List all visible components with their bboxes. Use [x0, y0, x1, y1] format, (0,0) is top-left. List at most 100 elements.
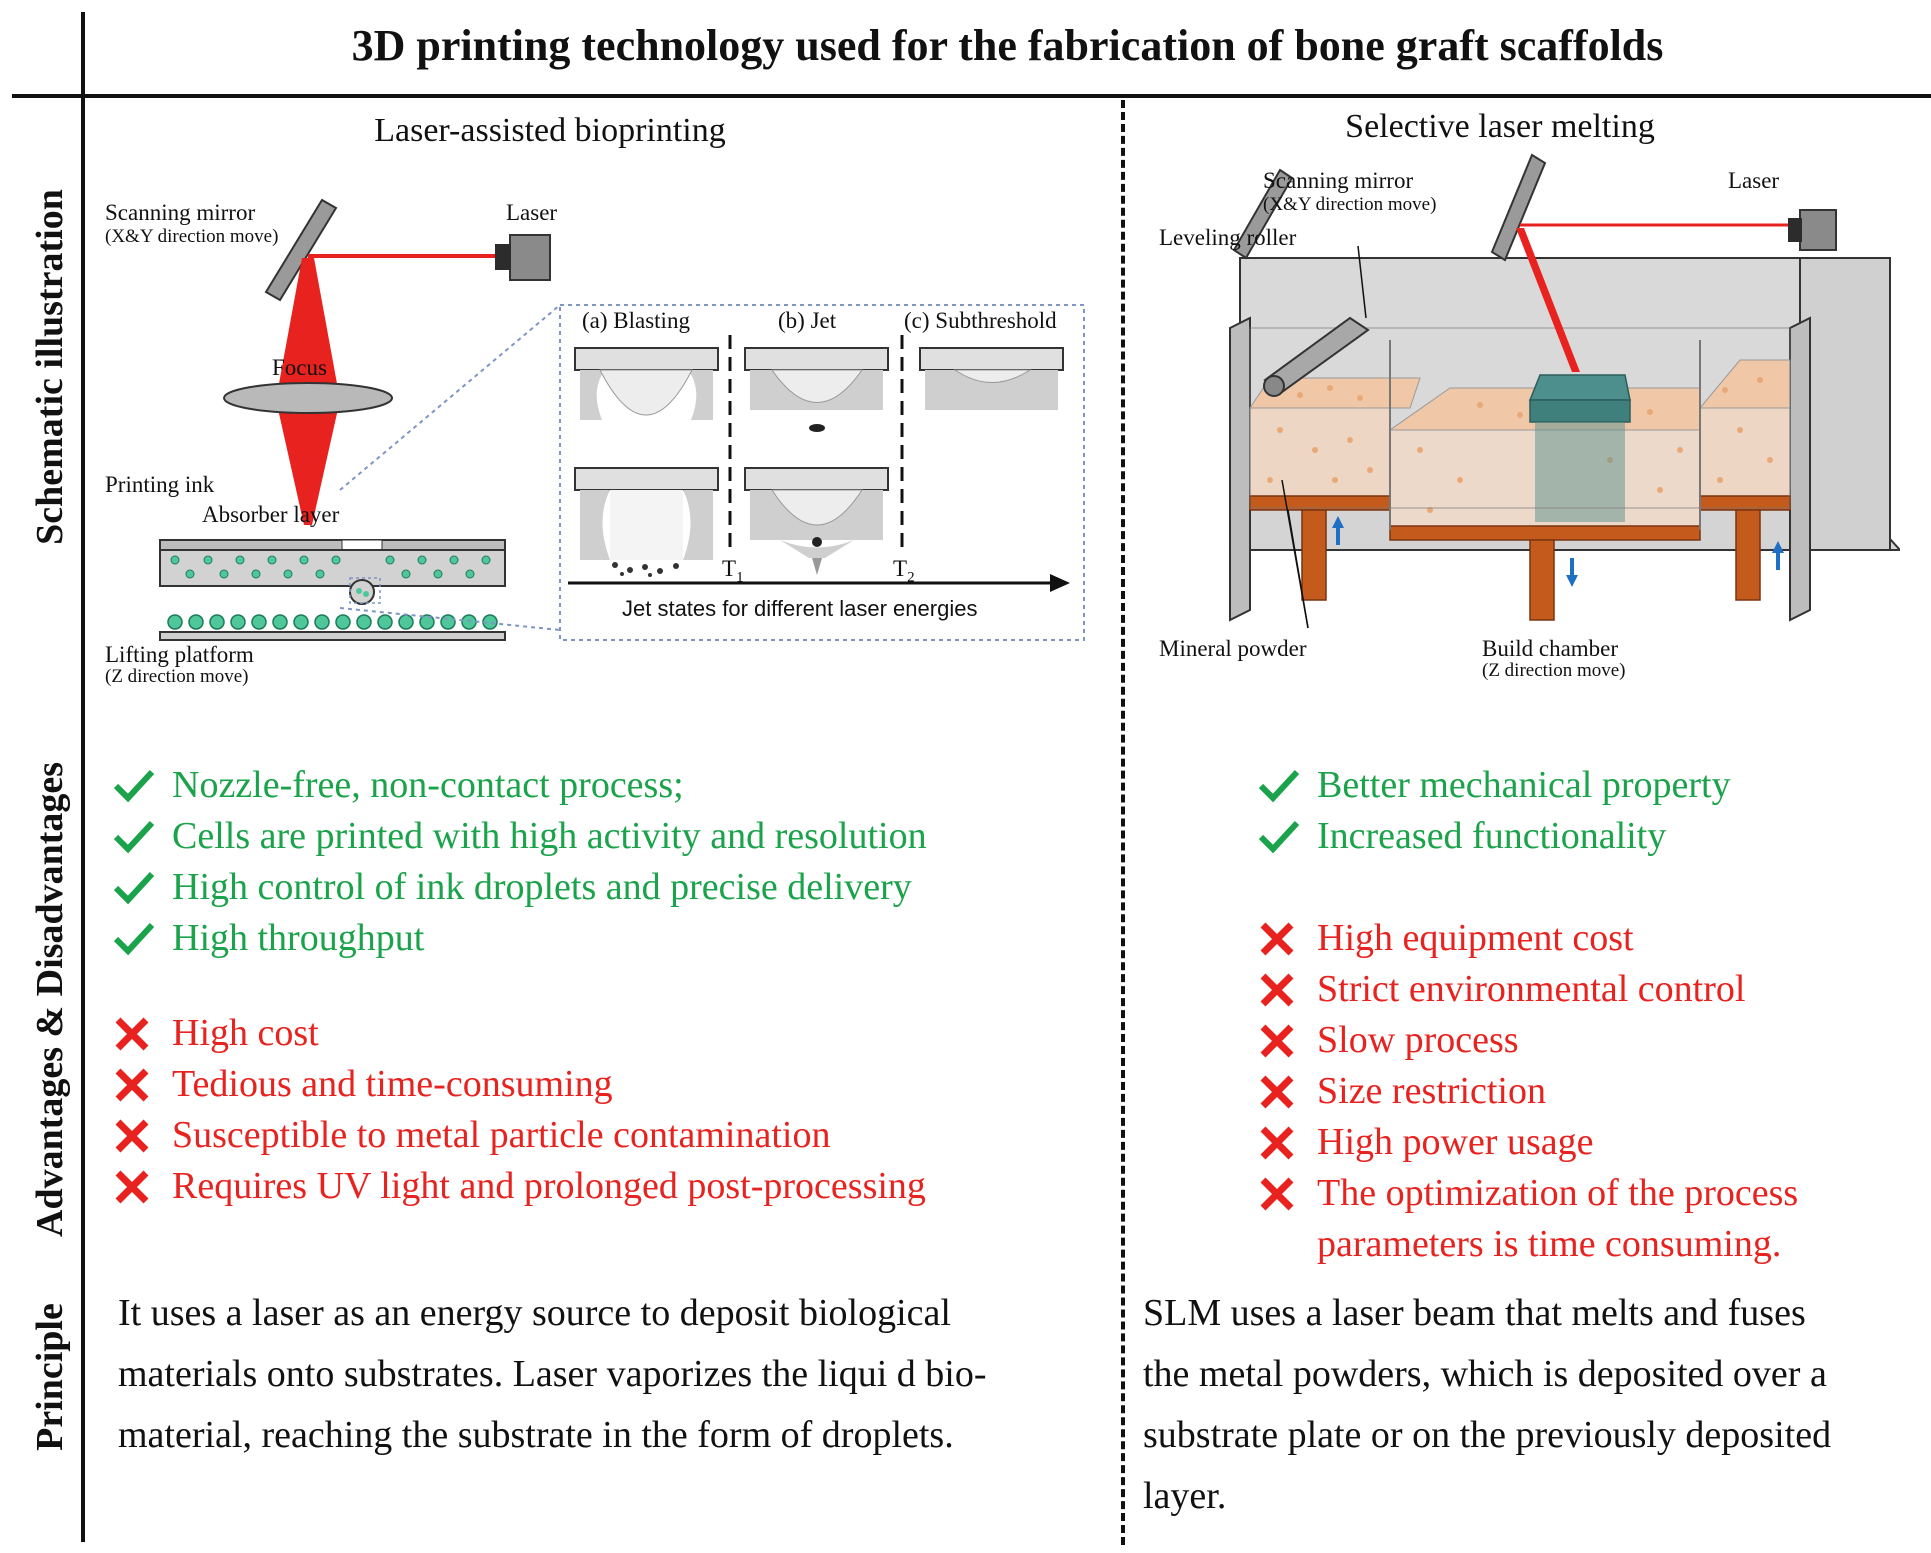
laser-assisted-principle: It uses a laser as an energy source to d… — [118, 1283, 1118, 1466]
glass-front — [1249, 327, 1791, 530]
list-item: Increased functionality — [1257, 811, 1917, 862]
lab-lifting-platform-label: Lifting platform — [105, 642, 254, 667]
cross-icon — [112, 1161, 172, 1212]
row-label-schematic: Schematic illustration — [29, 189, 71, 545]
list-item: Tedious and time-consuming — [112, 1059, 1102, 1110]
slm-advantages: Better mechanical property Increased fun… — [1257, 760, 1917, 862]
list-item: Requires UV light and prolonged post-pro… — [112, 1161, 1102, 1212]
absorber-layer — [159, 539, 506, 551]
state-b-bottom — [744, 467, 889, 575]
lab-state-a-label: (a) Blasting — [582, 308, 690, 333]
cross-icon — [112, 1008, 172, 1059]
slm-laser-device — [1788, 209, 1837, 251]
slm-build-chamber-label: Build chamber — [1482, 636, 1619, 661]
laser-assisted-advantages: Nozzle-free, non-contact process; Cells … — [112, 760, 1102, 964]
check-icon — [112, 913, 172, 964]
lab-printing-ink-label: Printing ink — [105, 472, 215, 497]
cross-icon — [112, 1110, 172, 1161]
cross-icon — [112, 1059, 172, 1110]
list-item: Nozzle-free, non-contact process; — [112, 760, 1102, 811]
jet-states-inset — [559, 304, 1085, 641]
list-item: Susceptible to metal particle contaminat… — [112, 1110, 1102, 1161]
state-a-bottom — [574, 467, 719, 577]
slm-laser-label: Laser — [1728, 168, 1780, 193]
principle-line: It uses a laser as an energy source to d… — [118, 1292, 951, 1334]
list-item: parameters is time consuming. — [1317, 1223, 1782, 1265]
lab-axis-label: Jet states for different laser energies — [622, 596, 978, 621]
slm-build-chamber-sub: (Z direction move) — [1482, 660, 1626, 681]
slm-diagram — [1228, 153, 1900, 629]
build-platform — [1389, 525, 1701, 541]
list-item: High equipment cost — [1257, 913, 1917, 964]
leveling-roller — [1263, 316, 1370, 397]
row-label-divider — [81, 12, 85, 1542]
principle-line: materials onto substrates. Laser vaporiz… — [118, 1353, 987, 1395]
row-label-advantages: Advantages & Disadvantages — [29, 761, 71, 1237]
state-c-top — [919, 347, 1064, 410]
slm-scanning-mirror-sub: (X&Y direction move) — [1263, 194, 1437, 215]
list-item: High throughput — [112, 913, 1102, 964]
cross-icon — [1257, 964, 1317, 1015]
principle-line: material, reaching the substrate in the … — [118, 1414, 954, 1456]
slm-scanning-mirror-label: Scanning mirror — [1263, 168, 1414, 193]
lifting-platform — [159, 631, 506, 641]
slm-disadvantages: High equipment cost Strict environmental… — [1257, 913, 1917, 1270]
lab-scanning-mirror-sub: (X&Y direction move) — [105, 226, 279, 247]
cross-icon — [1257, 1117, 1317, 1168]
deposited-cells — [167, 614, 498, 630]
lab-scanning-mirror-label: Scanning mirror — [105, 200, 256, 225]
check-icon — [112, 862, 172, 913]
cross-icon — [1257, 1066, 1317, 1117]
cross-icon — [1257, 1015, 1317, 1066]
principle-line: substrate plate or on the previously dep… — [1143, 1414, 1832, 1456]
lab-lifting-platform-sub: (Z direction move) — [105, 666, 249, 687]
list-item: Better mechanical property — [1257, 760, 1917, 811]
list-item: High control of ink droplets and precise… — [112, 862, 1102, 913]
lab-t1-label: T1 — [722, 556, 744, 586]
slm-principle: SLM uses a laser beam that melts and fus… — [1143, 1283, 1928, 1527]
check-icon — [1257, 760, 1317, 811]
principle-line: the metal powders, which is deposited ov… — [1143, 1353, 1827, 1395]
list-item: Size restriction — [1257, 1066, 1917, 1117]
laser-assisted-disadvantages: High cost Tedious and time-consuming Sus… — [112, 1008, 1102, 1212]
printing-ink-layer — [159, 549, 506, 587]
page-title: 3D printing technology used for the fabr… — [351, 21, 1664, 70]
list-item: High power usage — [1257, 1117, 1917, 1168]
state-b-top — [744, 347, 889, 432]
z-arrows — [1332, 516, 1784, 587]
lab-absorber-layer-label: Absorber layer — [202, 502, 340, 527]
check-icon — [112, 811, 172, 862]
lab-focus-label: Focus — [272, 355, 327, 380]
slm-leveling-roller-label: Leveling roller — [1159, 225, 1297, 250]
focus-lens — [223, 382, 393, 414]
lab-state-c-label: (c) Subthreshold — [904, 308, 1057, 333]
column-divider — [1121, 100, 1125, 1545]
ink-cells — [170, 555, 491, 579]
ink-droplet — [349, 579, 375, 605]
principle-line: layer. — [1143, 1475, 1227, 1517]
header-rule — [12, 94, 1931, 98]
principle-line: SLM uses a laser beam that melts and fus… — [1143, 1292, 1806, 1334]
check-icon — [1257, 811, 1317, 862]
lab-state-b-label: (b) Jet — [778, 308, 837, 333]
list-item: Slow process — [1257, 1015, 1917, 1066]
slm-mineral-powder-label: Mineral powder — [1159, 636, 1307, 661]
slm-right-wall — [1799, 257, 1891, 551]
slm-laser-beam — [1516, 228, 1580, 372]
lab-t2-label: T2 — [893, 556, 915, 586]
laser-assisted-heading: Laser-assisted bioprinting — [374, 112, 726, 149]
list-item: Cells are printed with high activity and… — [112, 811, 1102, 862]
state-a-top — [574, 347, 719, 420]
lab-laser-label: Laser — [506, 200, 558, 225]
slm-left-wall — [1229, 316, 1251, 622]
row-label-principle: Principle — [29, 1303, 71, 1451]
slm-heading: Selective laser melting — [1345, 108, 1655, 145]
cross-icon — [1257, 1168, 1317, 1219]
list-item: The optimization of the process — [1257, 1168, 1917, 1219]
cross-icon — [1257, 913, 1317, 964]
laser-assisted-diagram — [159, 198, 1085, 641]
laser-device — [495, 234, 551, 281]
list-item: High cost — [112, 1008, 1102, 1059]
slm-scanning-mirror — [1232, 168, 1294, 260]
check-icon — [112, 760, 172, 811]
